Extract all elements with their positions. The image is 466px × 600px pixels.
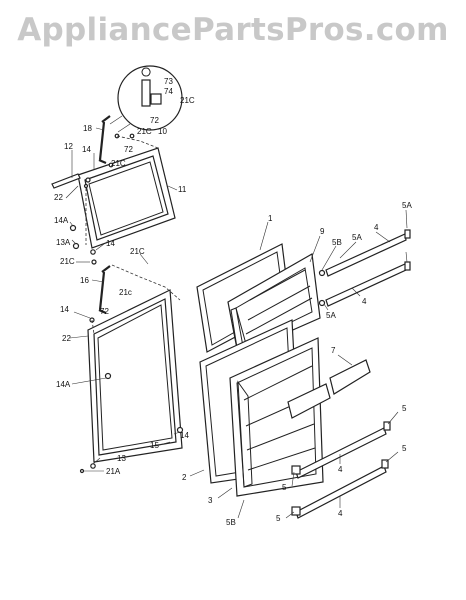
callout-label: 14: [82, 145, 91, 154]
callout-label: 72: [124, 145, 133, 154]
assembly-guides-left: [85, 135, 181, 335]
callout-label: 18: [83, 124, 92, 133]
callout-label: 5A: [352, 233, 362, 242]
callout-label: 2: [182, 473, 187, 482]
callout-labels: 73 74 72 21C 18 21C 10 12 14 72 21C 11 2…: [54, 77, 412, 527]
detail-magnifier: [109, 65, 183, 133]
freezer-door-liner-9: [227, 253, 321, 355]
callout-label: 21C: [111, 159, 126, 168]
fresh-food-gasket-frame: [87, 289, 183, 463]
callout-label: 7: [331, 346, 336, 355]
callout-label: 21A: [106, 467, 121, 476]
callout-label: 21C: [180, 96, 195, 105]
callout-label: 21C: [60, 257, 75, 266]
callout-label: 11: [178, 185, 187, 194]
callout-label: 4: [362, 297, 367, 306]
callout-label: 5: [276, 514, 281, 523]
callout-label: 5A: [326, 311, 336, 320]
freezer-handle: [98, 115, 111, 165]
callout-label: 72: [100, 307, 109, 316]
callout-label: 4: [338, 465, 343, 474]
callout-label: 1: [268, 214, 273, 223]
callout-label: 14A: [54, 216, 69, 225]
callout-label: 74: [164, 87, 173, 96]
callout-label: 14: [60, 305, 69, 314]
callout-label: 14: [180, 431, 189, 440]
callout-label: 14: [106, 239, 115, 248]
door-bins: [287, 359, 371, 419]
callout-label: 22: [62, 334, 71, 343]
callout-label: 22: [54, 193, 63, 202]
fresh-food-door-liner-3: [229, 337, 324, 497]
callout-label: 5B: [226, 518, 236, 527]
fresh-food-shelf-rails: [291, 421, 391, 519]
callout-label: 21C: [137, 127, 152, 136]
callout-label: 3: [208, 496, 213, 505]
callout-label: 13A: [56, 238, 71, 247]
callout-label: 4: [374, 223, 379, 232]
fresh-food-handle: [98, 265, 111, 315]
callout-label: 72: [150, 116, 159, 125]
callout-label: 15: [150, 441, 159, 450]
callout-label: 10: [158, 127, 167, 136]
trim-strip-12: [51, 173, 81, 189]
callout-label: 16: [80, 276, 89, 285]
callout-label: 14A: [56, 380, 71, 389]
freezer-shelf-rails: [318, 229, 411, 307]
leader-lines: [65, 127, 408, 519]
freezer-gasket-frame: [77, 147, 176, 249]
callout-label: 5B: [332, 238, 342, 247]
watermark: AppliancePartsPros.com: [17, 12, 449, 48]
callout-label: 9: [320, 227, 325, 236]
callout-label: 13: [117, 454, 126, 463]
callout-label: 5: [402, 444, 407, 453]
callout-label: 12: [64, 142, 73, 151]
callout-label: 5: [402, 404, 407, 413]
callout-label: 21c: [119, 288, 132, 297]
callout-label: 5A: [402, 201, 412, 210]
callout-label: 21C: [130, 247, 145, 256]
callout-label: 73: [164, 77, 173, 86]
callout-label: 4: [338, 509, 343, 518]
callout-label: 5: [282, 483, 287, 492]
